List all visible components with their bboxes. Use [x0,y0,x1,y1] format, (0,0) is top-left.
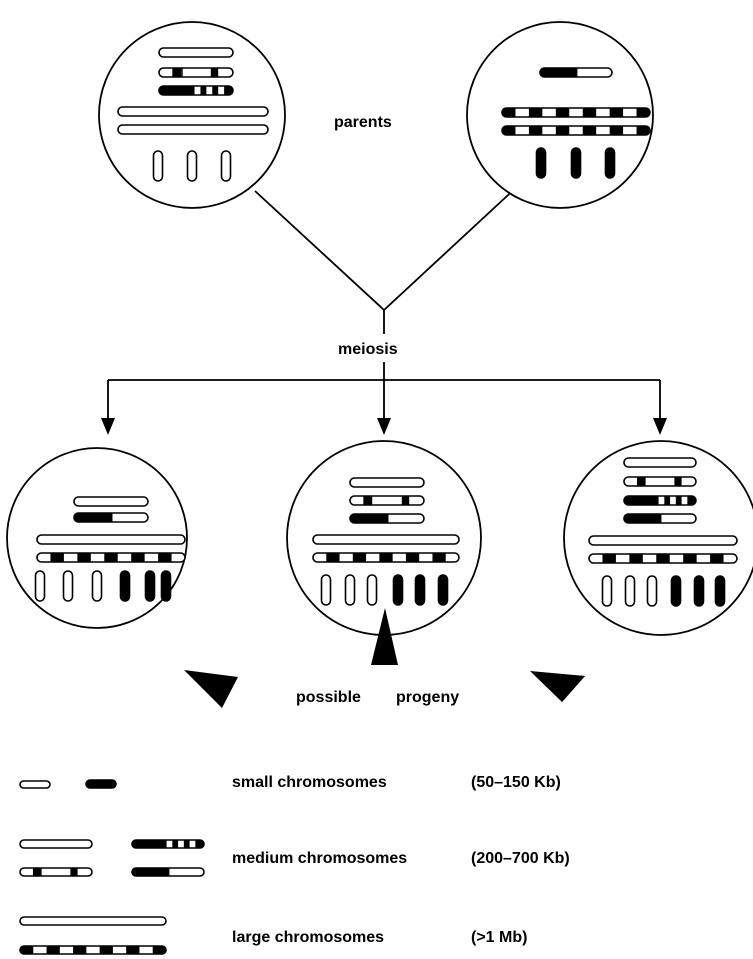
chromosome-medium [158,47,234,58]
legend-small-white [19,780,51,789]
legend-medium-black-banded [131,839,205,849]
legend-medium-name: medium chromosomes [232,850,408,867]
chromosome-medium [623,513,697,524]
legend-medium-banded [19,867,93,877]
chromosome-small [604,147,616,179]
chromosome-large [588,535,738,546]
legend-medium-white [19,839,93,849]
chromosome-medium [623,495,697,506]
left-pointer-icon [184,670,238,708]
chromosome-medium [349,513,425,524]
chromosome-small [601,575,613,607]
chromosome-small [624,575,636,607]
progeny-pointers [184,608,585,708]
chromosome-small [144,570,156,602]
chromosome-small [62,570,74,602]
legend-large-striped [19,945,167,955]
chromosome-small [320,574,332,606]
chromosome-large [501,125,651,136]
legend-small-size: (50–150 Kb) [471,774,561,791]
legend-medium-half [131,867,205,877]
legend-large-white [19,916,167,926]
chromosome-medium [73,496,149,507]
legend-medium-size: (200–700 Kb) [471,850,570,867]
chromosome-medium [539,67,613,78]
chromosome-small [160,570,172,602]
chromosomes [19,47,738,955]
chromosome-large [117,124,269,135]
branch-middle-arrowhead [377,418,391,435]
chromosome-small [34,570,46,602]
branch-left-arrowhead [101,418,115,435]
chromosome-small [392,574,404,606]
chromosome-large [36,552,186,563]
chromosome-small [535,147,547,179]
chromosome-small [119,570,131,602]
chromosome-large [312,534,460,545]
branch-right-arrowhead [653,418,667,435]
chromosome-small [366,574,378,606]
chromosome-small [570,147,582,179]
legend-large-name: large chromosomes [232,929,385,946]
chromosome-small [220,150,232,182]
chromosome-large [117,106,269,117]
chromosome-large [312,552,460,563]
chromosome-small [344,574,356,606]
chromosome-small [414,574,426,606]
progeny-label-possible: possible [296,689,361,706]
middle-pointer-icon [371,608,398,665]
chromosome-small [670,575,682,607]
right-pointer-icon [530,671,585,702]
chromosome-medium [623,457,697,468]
progeny-label-progeny: progeny [396,689,460,706]
parents-label: parents [334,114,392,131]
chromosome-small [152,150,164,182]
chromosome-medium [349,477,425,488]
chromosome-small [437,574,449,606]
meiosis-label: meiosis [338,341,398,358]
legend-large-size: (>1 Mb) [471,929,528,946]
legend-small-black [85,779,117,789]
chromosome-small [646,575,658,607]
chromosome-medium [158,85,234,96]
chromosome-large [501,107,651,118]
chromosome-large [36,534,186,545]
chromosome-medium [623,476,697,487]
parents-to-meiosis-line [254,183,521,312]
chromosome-medium [73,512,149,523]
chromosome-small [91,570,103,602]
chromosome-small [693,575,705,607]
legend-small-name: small chromosomes [232,774,387,791]
chromosome-medium [349,495,425,506]
chromosome-medium [158,67,234,78]
connector-lines [101,183,667,435]
chromosome-small [186,150,198,182]
chromosome-small [714,575,726,607]
chromosome-large [588,553,738,564]
